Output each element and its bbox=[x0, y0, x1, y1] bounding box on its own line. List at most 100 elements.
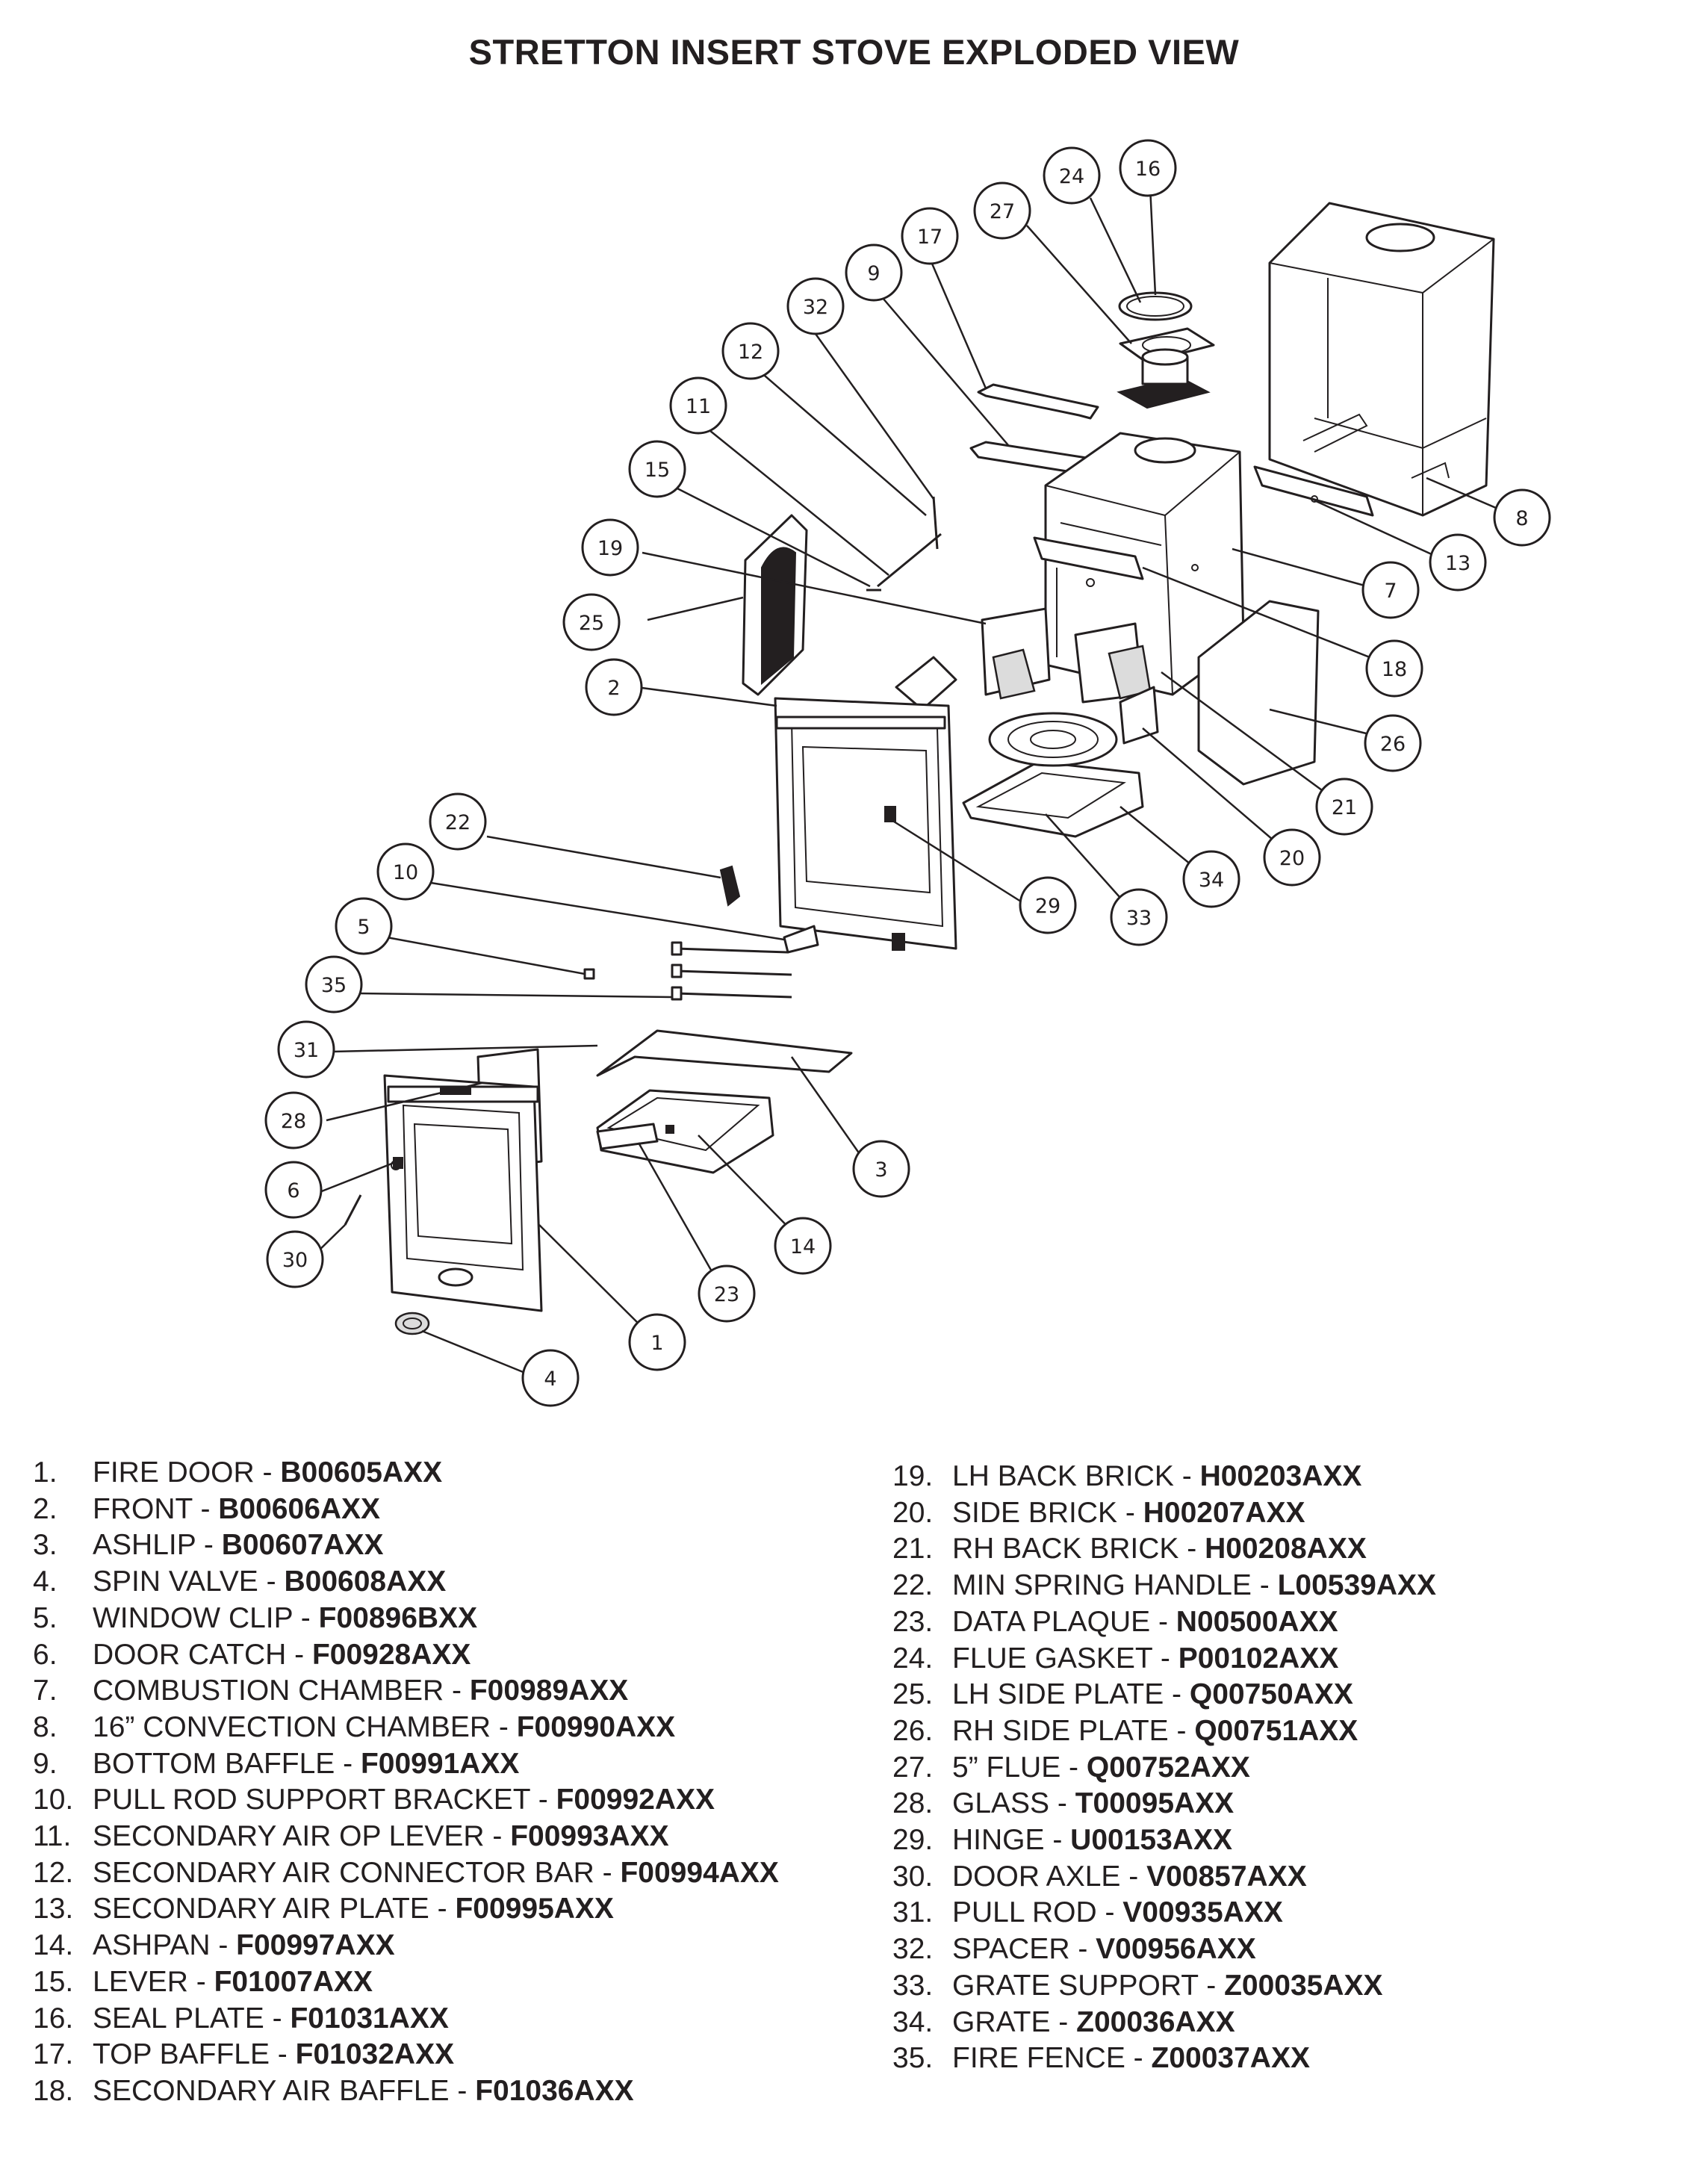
combustion-chamber-part bbox=[1033, 432, 1245, 696]
fire-door-part bbox=[383, 1074, 543, 1312]
callout-19: 19 bbox=[581, 518, 639, 577]
convection-chamber-part bbox=[1268, 202, 1495, 517]
secondary-air-plate-part bbox=[1253, 465, 1374, 517]
svg-text:18: 18 bbox=[1382, 658, 1407, 681]
callout-27: 27 bbox=[973, 181, 1031, 240]
svg-text:21: 21 bbox=[1332, 796, 1357, 819]
parts-list-item: 26.RH SIDE PLATE - Q00751AXX bbox=[892, 1714, 1358, 1747]
svg-text:30: 30 bbox=[282, 1249, 308, 1272]
callout-28: 28 bbox=[264, 1091, 323, 1149]
svg-text:24: 24 bbox=[1059, 165, 1084, 188]
callout-35: 35 bbox=[305, 955, 363, 1014]
callout-18: 18 bbox=[1365, 639, 1423, 698]
svg-text:28: 28 bbox=[281, 1110, 306, 1133]
svg-text:7: 7 bbox=[1384, 580, 1397, 603]
svg-text:9: 9 bbox=[867, 262, 880, 285]
parts-list-item: 2.FRONT - B00606AXX bbox=[33, 1492, 381, 1525]
callout-31: 31 bbox=[277, 1020, 335, 1079]
parts-list-item: 22.MIN SPRING HANDLE - L00539AXX bbox=[892, 1569, 1437, 1602]
rh-side-plate-part bbox=[1197, 600, 1320, 786]
parts-list-item: 15.LEVER - F01007AXX bbox=[33, 1965, 373, 1998]
lever-assembly-part bbox=[866, 496, 942, 592]
parts-list-item: 11.SECONDARY AIR OP LEVER - F00993AXX bbox=[33, 1820, 669, 1853]
svg-text:2: 2 bbox=[607, 677, 620, 700]
callout-8: 8 bbox=[1493, 488, 1551, 547]
door-axle-part bbox=[344, 1194, 362, 1226]
parts-list-item: 33.GRATE SUPPORT - Z00035AXX bbox=[892, 1969, 1383, 2002]
svg-text:13: 13 bbox=[1445, 552, 1471, 575]
spin-valve-part bbox=[394, 1312, 430, 1335]
parts-list-item: 13.SECONDARY AIR PLATE - F00995AXX bbox=[33, 1893, 614, 1925]
exploded-view-diagram: 1 2 3 4 5 6 7 8 9 10 11 12 13 14 15 16 1… bbox=[264, 139, 1551, 1407]
parts-list-item: 32.SPACER - V00956AXX bbox=[892, 1933, 1256, 1966]
svg-text:16: 16 bbox=[1135, 158, 1161, 181]
parts-list-item: 17.TOP BAFFLE - F01032AXX bbox=[33, 2038, 455, 2071]
fire-fence-part bbox=[671, 941, 792, 1001]
parts-list-item: 25.LH SIDE PLATE - Q00750AXX bbox=[892, 1678, 1353, 1711]
ashpan-part bbox=[596, 1089, 774, 1174]
callout-29: 29 bbox=[1019, 876, 1077, 934]
parts-list-item: 6.DOOR CATCH - F00928AXX bbox=[33, 1638, 471, 1671]
callout-17: 17 bbox=[901, 207, 959, 265]
parts-list-item: 14.ASHPAN - F00997AXX bbox=[33, 1929, 395, 1962]
window-clip-part bbox=[583, 968, 595, 980]
callout-10: 10 bbox=[376, 842, 435, 901]
callout-6: 6 bbox=[264, 1161, 323, 1219]
callout-3: 3 bbox=[852, 1140, 910, 1198]
spring-handle-part bbox=[719, 865, 741, 907]
parts-list-item: 31.PULL ROD - V00935AXX bbox=[892, 1896, 1283, 1929]
svg-text:29: 29 bbox=[1035, 895, 1060, 918]
callout-23: 23 bbox=[698, 1264, 756, 1323]
svg-text:32: 32 bbox=[803, 296, 828, 319]
callouts: 1 2 3 4 5 6 7 8 9 10 11 12 13 14 15 16 1… bbox=[264, 139, 1551, 1407]
svg-text:31: 31 bbox=[294, 1039, 319, 1062]
parts-list-item: 1.FIRE DOOR - B00605AXX bbox=[33, 1456, 443, 1489]
svg-text:14: 14 bbox=[790, 1235, 816, 1259]
parts-list-item: 12.SECONDARY AIR CONNECTOR BAR - F00994A… bbox=[33, 1856, 779, 1889]
callout-12: 12 bbox=[721, 322, 780, 380]
svg-text:33: 33 bbox=[1126, 907, 1152, 930]
callout-21: 21 bbox=[1315, 778, 1373, 836]
svg-text:17: 17 bbox=[917, 226, 942, 249]
callout-33: 33 bbox=[1110, 888, 1168, 946]
parts-list-item: 21.RH BACK BRICK - H00208AXX bbox=[892, 1533, 1367, 1565]
svg-text:23: 23 bbox=[714, 1283, 739, 1306]
callout-7: 7 bbox=[1361, 561, 1420, 619]
bricks-part bbox=[895, 607, 1159, 745]
parts-list-item: 35.FIRE FENCE - Z00037AXX bbox=[892, 2042, 1310, 2075]
parts-list-item: 29.HINGE - U00153AXX bbox=[892, 1824, 1232, 1857]
svg-text:19: 19 bbox=[597, 537, 623, 560]
parts-list-item: 19.LH BACK BRICK - H00203AXX bbox=[892, 1460, 1362, 1492]
svg-text:15: 15 bbox=[645, 459, 670, 482]
parts-list-item: 9.BOTTOM BAFFLE - F00991AXX bbox=[33, 1747, 520, 1780]
callout-15: 15 bbox=[628, 440, 686, 498]
parts-list-left: 1.FIRE DOOR - B00605AXX 2.FRONT - B00606… bbox=[33, 1455, 779, 2110]
callout-1: 1 bbox=[628, 1313, 686, 1371]
svg-text:3: 3 bbox=[875, 1158, 887, 1182]
svg-text:4: 4 bbox=[544, 1368, 556, 1391]
parts-list-item: 24.FLUE GASKET - P00102AXX bbox=[892, 1642, 1339, 1675]
callout-9: 9 bbox=[845, 243, 903, 302]
parts-list-item: 23.DATA PLAQUE - N00500AXX bbox=[892, 1605, 1338, 1638]
callout-14: 14 bbox=[774, 1217, 832, 1275]
parts-list-item: 8.16” CONVECTION CHAMBER - F00990AXX bbox=[33, 1710, 676, 1743]
pull-rod-bracket-part bbox=[783, 925, 819, 954]
parts-list-item: 3.ASHLIP - B00607AXX bbox=[33, 1529, 384, 1562]
svg-text:35: 35 bbox=[321, 974, 347, 997]
svg-text:8: 8 bbox=[1515, 507, 1528, 530]
parts-list-item: 10.PULL ROD SUPPORT BRACKET - F00992AXX bbox=[33, 1784, 715, 1816]
callout-4: 4 bbox=[521, 1349, 580, 1407]
leader-lines bbox=[311, 186, 1528, 1380]
parts-list-item: 4.SPIN VALVE - B00608AXX bbox=[33, 1565, 447, 1598]
parts-list-item: 5.WINDOW CLIP - F00896BXX bbox=[33, 1601, 478, 1634]
svg-text:1: 1 bbox=[650, 1332, 663, 1355]
parts-list-item: 7.COMBUSTION CHAMBER - F00989AXX bbox=[33, 1675, 629, 1707]
callout-16: 16 bbox=[1119, 139, 1177, 197]
parts-list-item: 16.SEAL PLATE - F01031AXX bbox=[33, 2002, 449, 2035]
svg-text:20: 20 bbox=[1279, 847, 1305, 870]
parts-list-item: 28.GLASS - T00095AXX bbox=[892, 1787, 1235, 1820]
callout-25: 25 bbox=[562, 593, 621, 651]
lh-side-plate-part bbox=[742, 514, 808, 696]
callout-34: 34 bbox=[1182, 850, 1240, 908]
parts-list-item: 34.GRATE - Z00036AXX bbox=[892, 2005, 1235, 2038]
